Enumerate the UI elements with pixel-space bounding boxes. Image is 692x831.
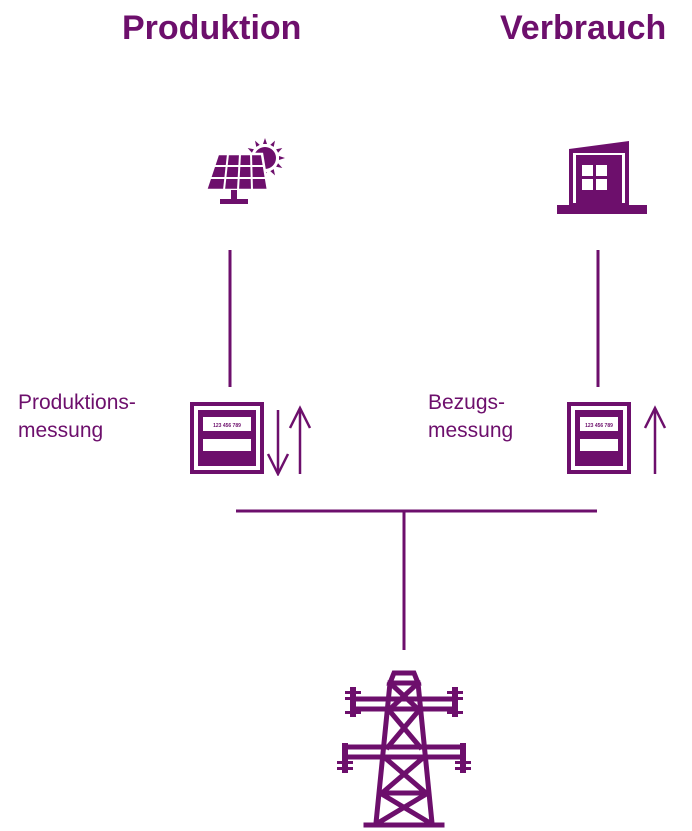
production-meter-icon: 123 456 789 xyxy=(190,402,264,474)
consumption-meter-display: 123 456 789 xyxy=(585,423,613,429)
consumption-meter-icon: 123 456 789 xyxy=(567,402,631,474)
solar-panel-icon xyxy=(204,138,285,204)
label-production-measurement-line1: Produktions- xyxy=(18,391,136,414)
label-production-measurement-line2: messung xyxy=(18,419,104,442)
up-down-arrows-icon xyxy=(266,405,312,476)
label-production-measurement: Produktions- messung xyxy=(18,389,136,445)
label-consumption-measurement: Bezugs- messung xyxy=(428,389,513,445)
heading-consumption: Verbrauch xyxy=(500,9,667,47)
heading-production: Produktion xyxy=(122,9,302,47)
production-meter-display: 123 456 789 xyxy=(213,423,241,429)
up-arrow-icon xyxy=(643,405,667,474)
label-consumption-measurement-line2: messung xyxy=(428,419,514,442)
label-consumption-measurement-line1: Bezugs- xyxy=(428,391,506,414)
power-pylon-icon xyxy=(337,670,471,828)
building-icon xyxy=(557,141,647,214)
